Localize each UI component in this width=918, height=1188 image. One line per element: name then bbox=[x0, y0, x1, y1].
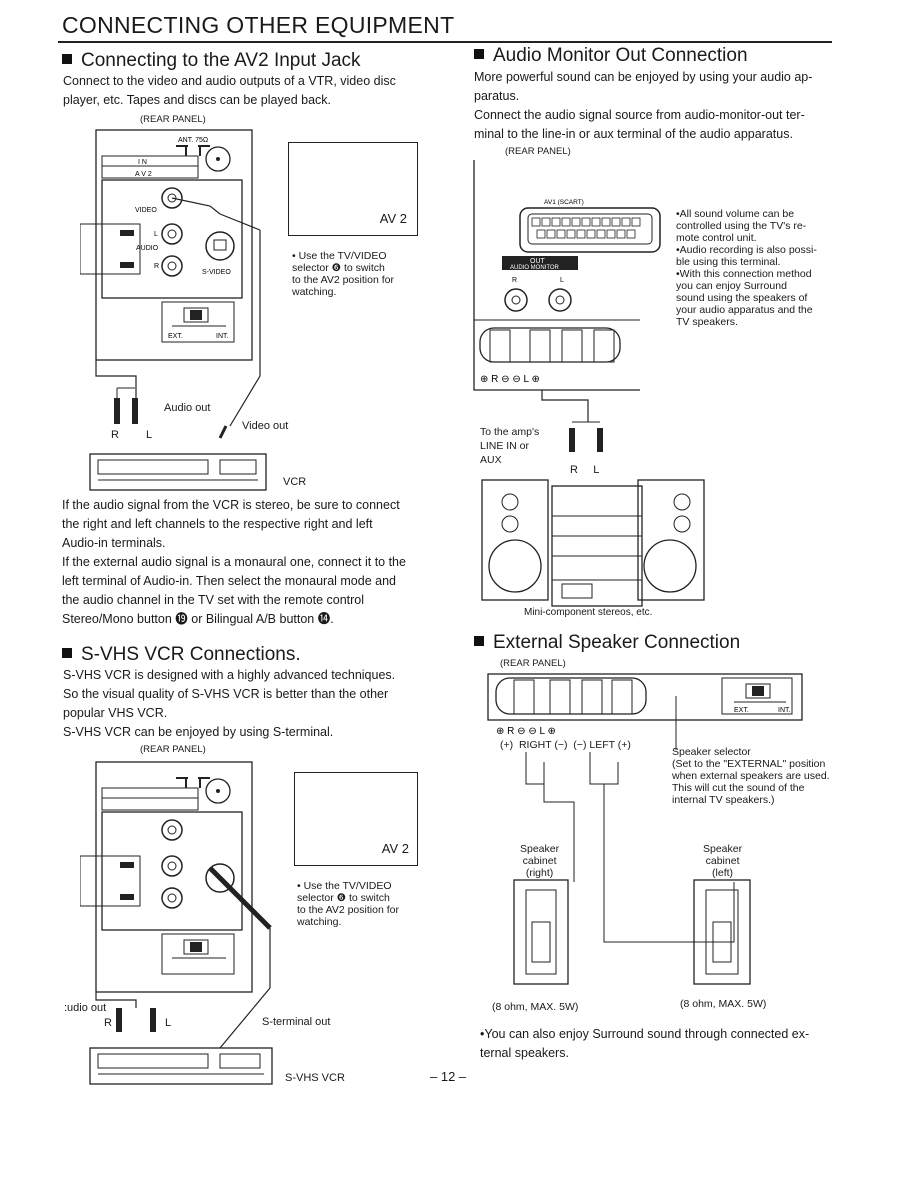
svg-text:R: R bbox=[512, 277, 517, 284]
audio-monitor-heading: Audio Monitor Out Connection bbox=[474, 45, 748, 67]
vcr-icon bbox=[89, 453, 267, 491]
ohm-right-label: (8 ohm, MAX. 5W) bbox=[492, 1001, 579, 1013]
polarity-label: (+) RIGHT (−) (−) LEFT (+) bbox=[500, 739, 631, 751]
svg-text:L: L bbox=[154, 231, 158, 238]
cabinet-right-label: Speaker cabinet (right) bbox=[520, 843, 560, 879]
audio-monitor-text: More powerful sound can be enjoyed by us… bbox=[474, 70, 813, 141]
ext-speaker-terminals-icon bbox=[495, 677, 647, 715]
audio-r-jack-icon bbox=[161, 255, 183, 277]
svg-text:EXT.: EXT. bbox=[168, 333, 183, 340]
mini-component-icon bbox=[551, 485, 643, 607]
title-rule bbox=[58, 41, 832, 43]
ext-speaker-heading: External Speaker Connection bbox=[474, 632, 740, 654]
monitor-r-jack-icon bbox=[504, 288, 528, 312]
audio-l-jack-icon bbox=[161, 223, 183, 245]
svg-text:INT.: INT. bbox=[778, 707, 791, 714]
av2-label: A V 2 bbox=[135, 171, 152, 178]
svg-text:AUDIO MONITOR: AUDIO MONITOR bbox=[510, 265, 560, 271]
speaker-cabinet-right-icon bbox=[513, 879, 569, 985]
s-video-jack-icon bbox=[205, 231, 235, 261]
ant-label: ANT. 75Ω bbox=[178, 137, 208, 144]
ext-speaker-rear-panel-label: (REAR PANEL) bbox=[500, 658, 566, 669]
svhs-rear-panel-label: (REAR PANEL) bbox=[140, 744, 206, 755]
bullet-square-icon bbox=[62, 648, 72, 658]
svhs-audio-out-label: :udio out bbox=[64, 1002, 107, 1014]
antenna-jack-icon bbox=[205, 146, 231, 172]
speaker-selector-switch-icon bbox=[752, 686, 764, 696]
video-jack-icon bbox=[161, 187, 183, 209]
audio-monitor-rear-panel-label: (REAR PANEL) bbox=[505, 146, 571, 157]
monitor-l-jack-icon bbox=[548, 288, 572, 312]
svg-text:AUDIO: AUDIO bbox=[136, 245, 159, 252]
tv-screen-av2: AV 2 bbox=[288, 142, 418, 236]
svg-text:VIDEO: VIDEO bbox=[135, 207, 157, 214]
ohm-left-label: (8 ohm, MAX. 5W) bbox=[680, 998, 767, 1010]
speaker-cabinet-left-icon bbox=[693, 879, 751, 985]
cabinet-left-label: Speaker cabinet (left) bbox=[703, 843, 743, 879]
av2-intro: Connect to the video and audio outputs o… bbox=[63, 74, 396, 107]
svg-text:L: L bbox=[560, 277, 564, 284]
speaker-selector-label: Speaker selector (Set to the "EXTERNAL" … bbox=[672, 746, 830, 806]
av2-rear-panel-label: (REAR PANEL) bbox=[140, 114, 206, 125]
svg-text:⊕ R ⊖ ⊖ L ⊕: ⊕ R ⊖ ⊖ L ⊕ bbox=[480, 374, 540, 385]
ext-int-switch-icon bbox=[190, 310, 202, 320]
svhs-vcr-label: S-VHS VCR bbox=[285, 1072, 345, 1084]
av2-note: • Use the TV/VIDEO selector ❻ to switch … bbox=[292, 250, 394, 298]
audio-out-label: Audio out bbox=[164, 402, 211, 414]
audio-monitor-bullets: •All sound volume can be controlled usin… bbox=[676, 208, 817, 328]
svhs-heading: S-VHS VCR Connections. bbox=[62, 644, 301, 666]
av2-stereo-text: If the audio signal from the VCR is ster… bbox=[62, 498, 406, 626]
bullet-square-icon bbox=[62, 54, 72, 64]
svg-text:INT.: INT. bbox=[216, 333, 229, 340]
av2-heading: Connecting to the AV2 Input Jack bbox=[62, 50, 361, 72]
surround-note: •You can also enjoy Surround sound throu… bbox=[480, 1027, 810, 1060]
svg-text:EXT.: EXT. bbox=[734, 707, 749, 714]
mini-component-caption: Mini-component stereos, etc. bbox=[524, 607, 653, 618]
vcr-label: VCR bbox=[283, 476, 307, 488]
bullet-square-icon bbox=[474, 49, 484, 59]
in-label: I N bbox=[138, 159, 147, 166]
right-speaker-icon bbox=[637, 479, 705, 601]
left-speaker-icon bbox=[481, 479, 549, 601]
s-video-jack-icon bbox=[205, 863, 235, 893]
ext-speaker-diagram: EXT. INT. ⊕ R ⊖ ⊖ L ⊕ bbox=[487, 673, 803, 985]
svg-text:R: R bbox=[154, 263, 159, 270]
svg-text:S-VIDEO: S-VIDEO bbox=[202, 269, 231, 276]
svhs-rear-panel-diagram bbox=[80, 761, 273, 1085]
av2-rear-panel-diagram: ANT. 75Ω I N A V 2 VIDEO AUDIO L R S-VID… bbox=[80, 129, 267, 491]
page-title: CONNECTING OTHER EQUIPMENT bbox=[62, 12, 455, 38]
svhs-note: • Use the TV/VIDEO selector ❻ to switch … bbox=[297, 880, 399, 928]
svg-text:⊕ R ⊖ ⊖ L ⊕: ⊕ R ⊖ ⊖ L ⊕ bbox=[496, 726, 556, 737]
svhs-vcr-icon bbox=[89, 1047, 273, 1085]
s-terminal-out-label: S-terminal out bbox=[262, 1016, 331, 1028]
video-out-label: Video out bbox=[242, 420, 289, 432]
audio-monitor-diagram: AV1 (SCART) OUT AUDIO MONITOR R L ⊕ R ⊖ … bbox=[473, 160, 705, 607]
av1-scart-label: AV1 (SCART) bbox=[544, 199, 584, 206]
svg-text:OUT: OUT bbox=[530, 258, 546, 265]
scart-connector-icon bbox=[519, 207, 661, 253]
amp-label: To the amp's LINE IN or AUX bbox=[480, 426, 540, 466]
tv-screen-svhs: AV 2 bbox=[294, 772, 418, 866]
page-number: – 12 – bbox=[430, 1069, 467, 1084]
svhs-text: S-VHS VCR is designed with a highly adva… bbox=[63, 668, 396, 739]
bullet-square-icon bbox=[474, 636, 484, 646]
